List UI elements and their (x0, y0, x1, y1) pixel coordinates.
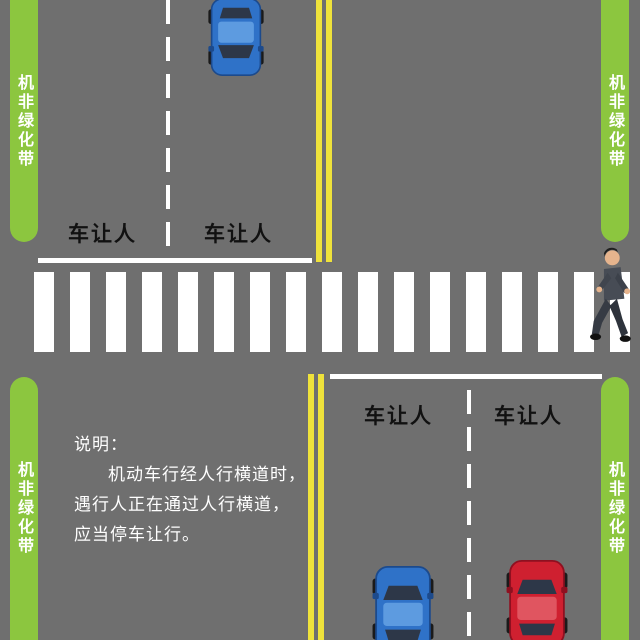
red-car-bottom-icon (506, 560, 568, 640)
blue-car-bottom-icon (372, 566, 434, 640)
green-belt-label: 机非绿化带 (606, 73, 625, 169)
stop-line-bottom (330, 374, 602, 379)
stop-line-top (38, 258, 312, 263)
green-belt-bottom-left: 机非绿化带 (10, 377, 38, 640)
lane-divider-dashed-top (166, 0, 170, 256)
note-line: 应当停车让行。 (74, 525, 200, 545)
note-title: 说明： (74, 435, 128, 455)
pedestrian-icon (590, 244, 640, 346)
yield-label-top-right: 车让人 (204, 222, 273, 246)
green-belt-bottom-right: 机非绿化带 (601, 377, 629, 640)
explanation-note: 说明： 机动车行经人行横道时， 遇行人正在通过人行横道， 应当停车让行。 (74, 430, 306, 550)
green-belt-top-right: 机非绿化带 (601, 0, 629, 242)
note-line: 遇行人正在通过人行横道， (74, 495, 290, 515)
double-yellow-line-bottom (308, 374, 324, 640)
note-line: 机动车行经人行横道时， (108, 465, 306, 485)
zebra-crosswalk (34, 272, 640, 352)
green-belt-top-left: 机非绿化带 (10, 0, 38, 242)
yield-label-bottom-right: 车让人 (494, 404, 563, 428)
blue-car-top-icon (204, 0, 268, 76)
lane-divider-dashed-bottom (467, 390, 471, 640)
double-yellow-line-top (316, 0, 332, 262)
green-belt-label: 机非绿化带 (15, 73, 34, 169)
yield-label-top-left: 车让人 (68, 222, 137, 246)
green-belt-label: 机非绿化带 (15, 461, 34, 556)
green-belt-label: 机非绿化带 (606, 461, 625, 556)
yield-label-bottom-left: 车让人 (364, 404, 433, 428)
